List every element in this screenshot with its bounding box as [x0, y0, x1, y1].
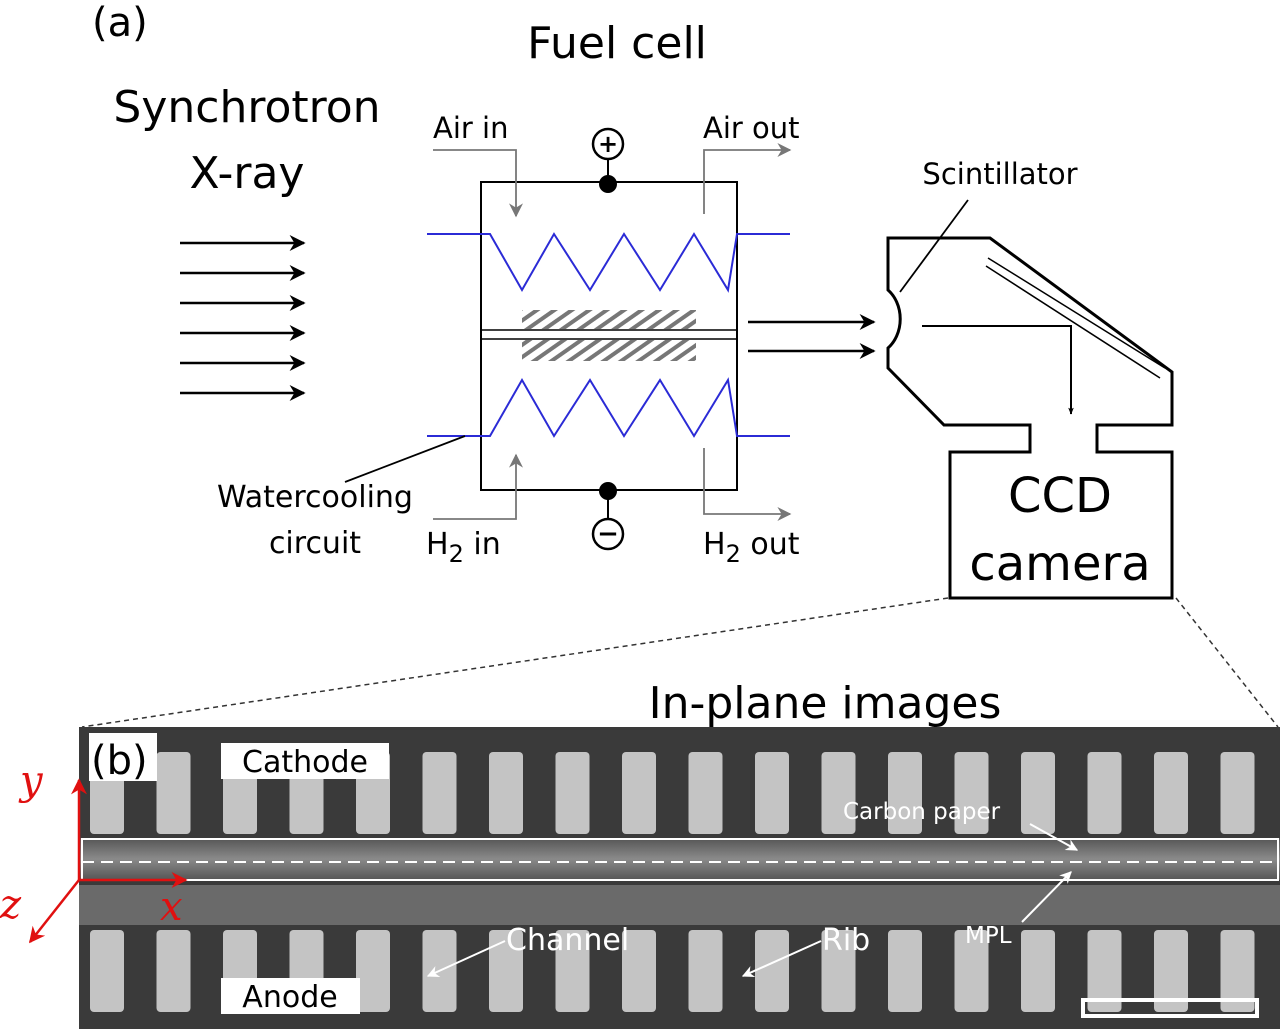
zoom-line-right — [1175, 597, 1279, 728]
y-axis-label: y — [18, 758, 44, 804]
xray-beam-arrows — [180, 235, 306, 401]
ccd-label: CCD — [1008, 468, 1112, 524]
rib-shape — [156, 930, 191, 1012]
rib-shape — [622, 752, 656, 834]
panel-a-label: (a) — [92, 0, 148, 46]
positive-contact-dot — [599, 175, 617, 193]
carbon-paper-arrow — [1029, 823, 1079, 851]
rib-shape — [821, 930, 856, 1012]
air-in-label: Air in — [433, 111, 508, 145]
carbon-paper-outline — [81, 838, 1279, 881]
h2-out-label: H2 out — [703, 527, 800, 568]
anode-cooling-line — [427, 377, 790, 438]
rib-shape — [489, 930, 523, 1012]
anode-electrode-hatch — [522, 340, 696, 361]
cathode-ribs — [90, 752, 1255, 834]
rib-shape — [622, 930, 656, 1012]
channel-label: Channel — [506, 923, 629, 958]
light-path-arrow — [922, 325, 1074, 415]
h2-in-label: H2 in — [426, 527, 501, 568]
z-axis-arrow — [29, 879, 80, 944]
scintillator-plate-bottom — [985, 265, 1161, 379]
rib-shape — [954, 752, 989, 834]
rib-shape — [356, 930, 390, 1012]
h2-out-arrow — [703, 448, 792, 521]
minus-symbol: − — [597, 519, 619, 549]
carbon-paper-label: Carbon paper — [843, 799, 1001, 825]
cathode-electrode-hatch — [522, 310, 696, 329]
coordinate-axes: y x z — [0, 758, 188, 944]
z-axis-label: z — [0, 882, 22, 928]
plus-symbol: + — [598, 130, 618, 158]
h2-in-arrow — [433, 453, 523, 520]
rib-shape — [1021, 752, 1055, 834]
rib-label: Rib — [822, 923, 870, 958]
cathode-label: Cathode — [242, 745, 368, 780]
rib-shape — [1087, 930, 1122, 1012]
in-plane-images-title: In-plane images — [649, 678, 1002, 729]
anode-label: Anode — [242, 980, 337, 1015]
rib-shape — [90, 930, 124, 1012]
rib-shape — [1154, 752, 1188, 834]
xray-label: X-ray — [190, 148, 305, 199]
rib-shape — [688, 930, 723, 1012]
rib-shape — [1021, 930, 1055, 1012]
fuel-cell-title: Fuel cell — [527, 18, 707, 69]
fuel-cell-box — [480, 181, 738, 491]
synchrotron-label: Synchrotron — [113, 82, 380, 133]
mpl-arrow — [1021, 871, 1072, 923]
scintillator-leader-line — [899, 199, 969, 293]
anode-gdl-band — [79, 885, 1280, 925]
watercooling-label: Watercooling — [217, 480, 413, 515]
zoom-line-left — [81, 597, 949, 728]
channel-arrow — [426, 940, 506, 977]
rib-shape — [954, 930, 989, 1012]
rib-shape — [821, 752, 856, 834]
rib-shape — [1154, 930, 1188, 1012]
rib-shape — [888, 930, 922, 1012]
rib-arrow — [741, 940, 822, 978]
rib-shape — [1220, 752, 1255, 834]
circuit-label: circuit — [269, 526, 361, 561]
rib-shape — [1220, 930, 1255, 1012]
rib-shape — [1087, 752, 1122, 834]
rib-shape — [755, 930, 789, 1012]
scale-bar — [1081, 998, 1259, 1018]
negative-terminal-icon — [591, 517, 625, 551]
cathode-cooling-line — [427, 232, 790, 293]
mpl-label: MPL — [965, 923, 1012, 949]
rib-shape — [555, 752, 590, 834]
rib-shape — [688, 752, 723, 834]
scintillator-plate-top — [987, 257, 1166, 369]
air-out-label: Air out — [703, 111, 800, 145]
camera-label: camera — [969, 536, 1150, 592]
air-in-arrow — [433, 149, 523, 218]
air-out-arrow — [703, 143, 792, 214]
rib-shape — [755, 752, 789, 834]
scintillator-label: Scintillator — [922, 157, 1077, 191]
rib-shape — [489, 752, 523, 834]
watercooling-leader-line — [344, 435, 466, 483]
rib-shape — [422, 752, 457, 834]
carbon-paper-band — [79, 838, 1280, 880]
rib-shape — [888, 752, 922, 834]
rib-shape — [156, 752, 191, 834]
panel-b-label: (b) — [91, 738, 148, 784]
rib-shape — [555, 930, 590, 1012]
x-axis-label: x — [160, 884, 183, 930]
